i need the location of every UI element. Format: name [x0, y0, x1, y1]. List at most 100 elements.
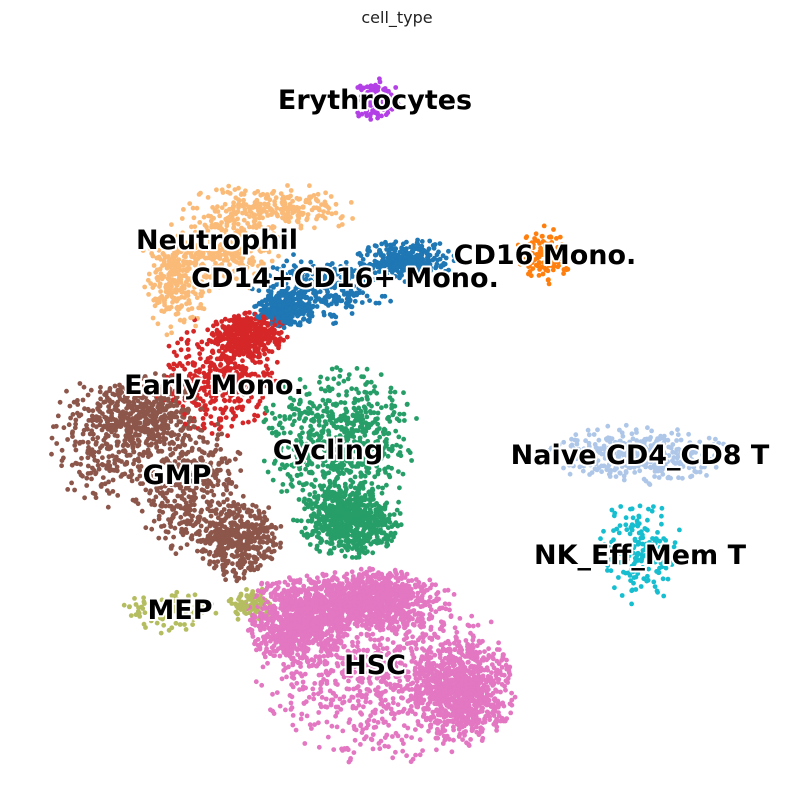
scatter-point — [100, 475, 106, 480]
scatter-point — [341, 694, 347, 700]
scatter-point — [358, 566, 364, 572]
scatter-point — [415, 719, 421, 724]
scatter-point — [452, 625, 458, 631]
scatter-point — [65, 487, 71, 492]
scatter-point — [660, 471, 666, 477]
scatter-point — [68, 415, 73, 421]
scatter-point — [383, 697, 388, 703]
scatter-point — [324, 719, 330, 725]
scatter-point — [259, 682, 265, 688]
scatter-point — [184, 355, 189, 360]
scatter-point — [410, 590, 416, 596]
scatter-point — [201, 517, 207, 522]
scatter-point — [270, 402, 276, 408]
scatter-point — [213, 610, 219, 616]
scatter-point — [235, 502, 241, 507]
scatter-point — [498, 689, 503, 695]
scatter-point — [279, 489, 284, 494]
scatter-point — [494, 728, 499, 733]
scatter-point — [323, 696, 329, 702]
scatter-point — [95, 435, 101, 441]
scatter-point — [316, 710, 322, 715]
scatter-point — [558, 256, 564, 262]
scatter-point — [143, 525, 149, 531]
scatter-point — [451, 592, 457, 597]
scatter-point — [192, 418, 197, 424]
scatter-point — [297, 449, 303, 455]
scatter-point — [121, 602, 127, 608]
scatter-point — [191, 328, 197, 334]
scatter-point — [88, 470, 94, 476]
scatter-point — [161, 523, 167, 529]
scatter-point — [234, 405, 240, 411]
scatter-point — [172, 525, 178, 531]
scatter-point — [173, 551, 179, 557]
scatter-point — [546, 281, 552, 287]
scatter-point — [265, 469, 271, 475]
scatter-point — [334, 710, 340, 715]
scatter-point — [361, 704, 366, 710]
scatter-point — [349, 569, 355, 575]
scatter-point — [122, 448, 127, 453]
scatter-point — [171, 349, 177, 355]
scatter-point — [351, 750, 357, 755]
scatter-point — [246, 385, 252, 391]
scatter-point — [379, 709, 385, 715]
scatter-point — [385, 453, 391, 459]
scatter-point — [637, 503, 643, 509]
scatter-point — [605, 568, 610, 573]
scatter-point — [155, 321, 161, 327]
scatter-point — [394, 507, 400, 513]
scatter-point — [240, 493, 246, 499]
scatter-point — [370, 746, 376, 752]
scatter-point — [134, 476, 140, 482]
scatter-point — [408, 759, 414, 765]
scatter-point — [376, 300, 382, 306]
scatter-point — [96, 449, 102, 455]
scatter-point — [72, 443, 78, 448]
scatter-point — [329, 366, 335, 372]
scatter-point — [347, 698, 352, 704]
scatter-point — [359, 396, 365, 402]
scatter-point — [186, 426, 191, 431]
scatter-point — [241, 197, 247, 203]
scatter-point — [106, 454, 112, 460]
scatter-point — [272, 416, 278, 421]
scatter-point — [323, 401, 328, 407]
scatter-point — [659, 505, 665, 511]
scatter-point — [315, 191, 321, 197]
scatter-point — [269, 556, 275, 562]
scatter-point — [391, 700, 396, 706]
scatter-point — [178, 336, 184, 342]
scatter-point — [340, 728, 346, 734]
scatter-point — [342, 553, 348, 559]
scatter-point — [323, 190, 328, 196]
scatter-point — [325, 376, 330, 382]
scatter-point — [284, 674, 289, 680]
scatter-point — [282, 579, 288, 585]
scatter-point — [533, 231, 539, 237]
scatter-point — [286, 444, 291, 450]
scatter-point — [100, 455, 105, 461]
scatter-point — [324, 405, 330, 411]
scatter-point — [223, 227, 229, 233]
scatter-point — [238, 468, 244, 473]
scatter-point — [661, 593, 667, 599]
scatter-point — [123, 386, 129, 392]
scatter-point — [605, 423, 611, 429]
scatter-point — [283, 707, 288, 713]
scatter-point — [274, 690, 280, 695]
scatter-point — [447, 607, 452, 613]
scatter-point — [363, 409, 369, 415]
scatter-point — [392, 389, 398, 395]
scatter-point — [652, 584, 658, 589]
scatter-point — [260, 664, 266, 670]
scatter-point — [337, 373, 343, 379]
scatter-point — [277, 653, 283, 659]
scatter-point — [427, 612, 433, 617]
scatter-point — [499, 682, 505, 687]
scatter-point — [233, 484, 239, 489]
scatter-point — [608, 568, 614, 574]
scatter-point — [332, 638, 337, 643]
scatter-point — [250, 634, 256, 639]
